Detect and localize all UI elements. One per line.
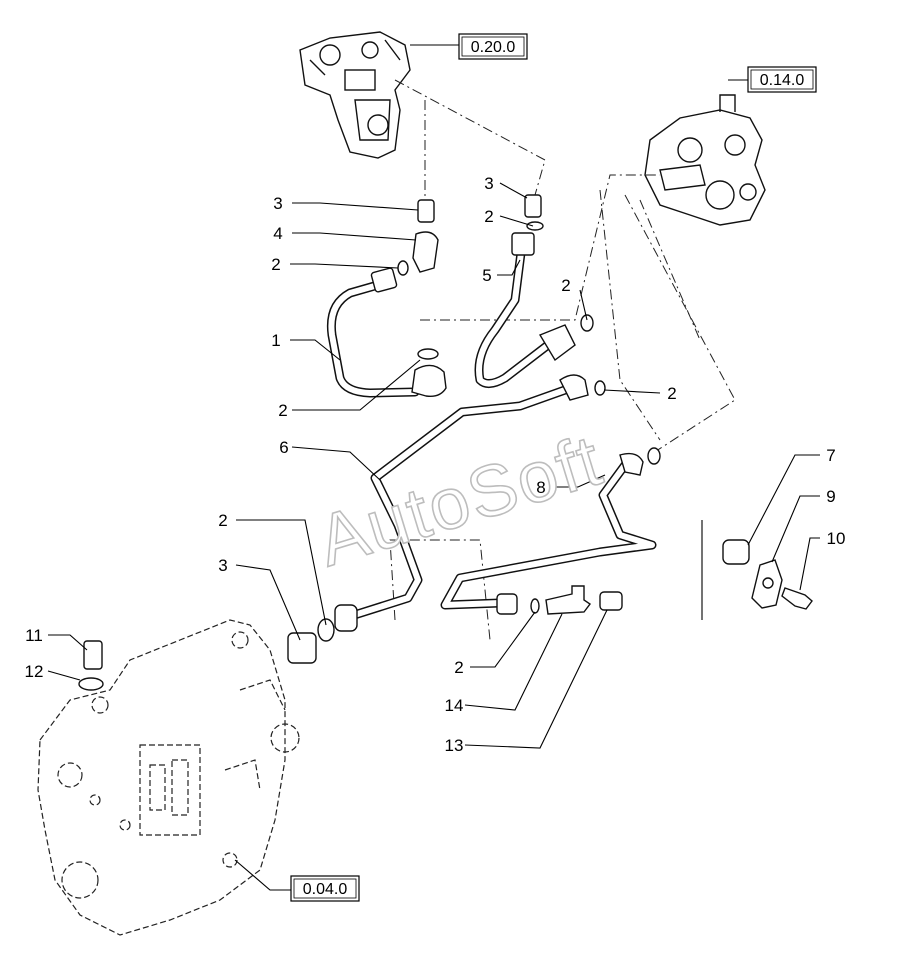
callout-2-a: 2: [271, 255, 280, 274]
tube-1: [326, 267, 447, 398]
callout-3-top: 3: [273, 194, 282, 213]
callout-9: 9: [826, 487, 835, 506]
tube-6: [334, 374, 589, 632]
callout-4: 4: [273, 224, 282, 243]
callout-3-mid: 3: [484, 174, 493, 193]
callout-13: 13: [445, 736, 464, 755]
callout-10: 10: [827, 529, 846, 548]
callout-5: 5: [482, 266, 491, 285]
callout-14: 14: [445, 696, 464, 715]
ref-label-0-20-0: 0.20.0: [471, 39, 516, 56]
callout-11: 11: [25, 626, 43, 645]
tube-8: [440, 452, 657, 615]
callout-2-f: 2: [218, 511, 227, 530]
callout-2-c: 2: [484, 207, 493, 226]
leader-lines: [47, 44, 820, 891]
upper-right-assembly: [644, 94, 766, 226]
callout-2-g: 2: [454, 658, 463, 677]
reference-boxes: 0.20.0 0.14.0 0.04.0: [290, 33, 817, 902]
callout-1: 1: [271, 331, 280, 350]
lower-left-cover: [37, 619, 300, 936]
ref-label-0-04-0: 0.04.0: [303, 881, 348, 898]
alignment-lines: [389, 79, 736, 641]
callout-2-e: 2: [667, 384, 676, 403]
tube-5: [474, 232, 576, 388]
callout-7: 7: [826, 446, 835, 465]
callout-6: 6: [279, 438, 288, 457]
fittings: [78, 194, 813, 691]
callout-12: 12: [25, 662, 44, 681]
callout-3-low: 3: [218, 556, 227, 575]
callout-2-d: 2: [561, 276, 570, 295]
ref-label-0-14-0: 0.14.0: [760, 72, 805, 89]
callout-8: 8: [536, 478, 545, 497]
callout-2-b: 2: [278, 401, 287, 420]
upper-left-assembly: [299, 31, 411, 159]
callout-numbers: 3 4 2 1 2 3 2 5 2 2 6 8 7 9 10 2 3 11 12…: [25, 174, 846, 755]
